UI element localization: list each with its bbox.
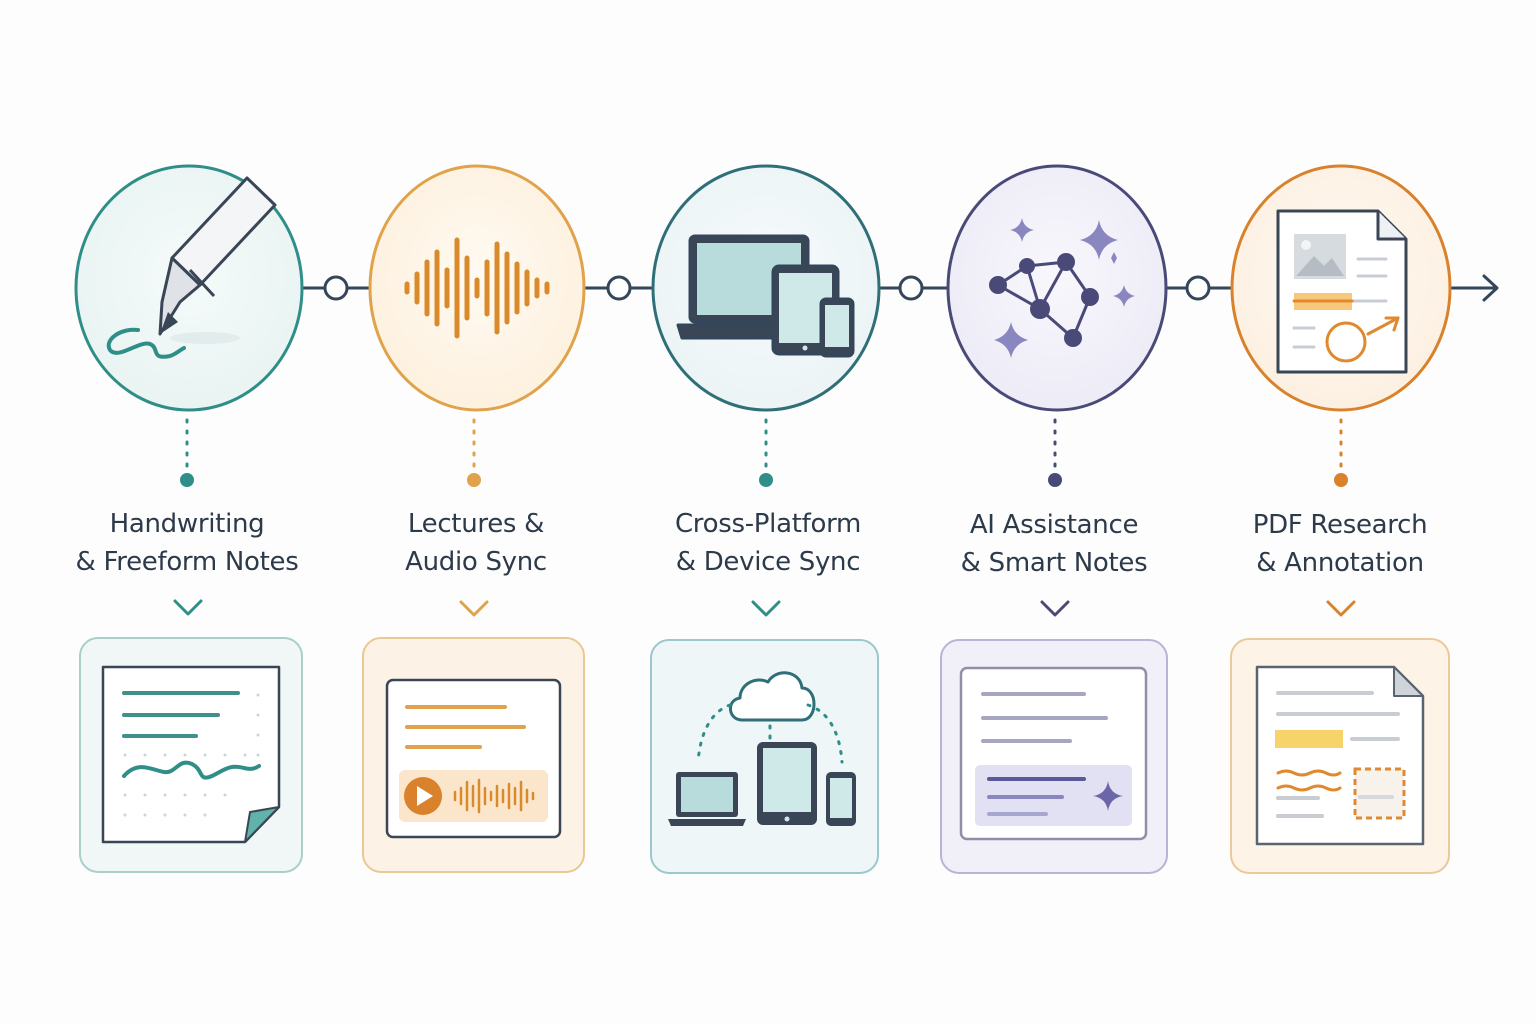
ai-network-icon (989, 218, 1135, 358)
feature-title-line1: PDF Research (1252, 510, 1428, 540)
feature-title-line1: Handwriting (109, 509, 265, 539)
devices-icon (676, 234, 855, 358)
chevron-down-icon (173, 599, 203, 616)
feature-title-line2: & Smart Notes (960, 548, 1148, 578)
smart-note-icon (959, 666, 1148, 841)
connector-line (303, 274, 1499, 302)
handwritten-note-icon (101, 665, 281, 844)
chevron-down-icon (459, 600, 489, 617)
stage-sync (650, 164, 881, 874)
feature-title-line2: & Freeform Notes (75, 547, 299, 577)
feature-label-audio: Lectures & Audio Sync (346, 505, 606, 581)
pen-icon (106, 176, 277, 359)
feature-circle (946, 164, 1168, 412)
feature-title-line1: Lectures & (407, 509, 545, 539)
feature-label-pdf: PDF Research & Annotation (1210, 506, 1470, 582)
chevron-down-icon (751, 600, 781, 617)
annotated-pdf-icon (1255, 665, 1425, 846)
feature-label-sync: Cross-Platform & Device Sync (638, 505, 898, 581)
connector-node (323, 275, 349, 301)
stage-ai (940, 164, 1168, 874)
cloud-sync-icon (668, 671, 856, 826)
chevron-down-icon (1326, 600, 1356, 617)
pdf-document-icon (1276, 209, 1408, 374)
feature-title-line2: & Annotation (1256, 548, 1424, 578)
feature-title-line2: & Device Sync (675, 547, 861, 577)
feature-label-ai: AI Assistance & Smart Notes (924, 506, 1184, 582)
connector-node (606, 275, 632, 301)
feature-title-line1: AI Assistance (969, 510, 1139, 540)
connector-node (898, 275, 924, 301)
feature-label-handwriting: Handwriting & Freeform Notes (57, 505, 317, 581)
chevron-down-icon (1040, 600, 1070, 617)
feature-title-line2: Audio Sync (405, 547, 547, 577)
feature-title-line1: Cross-Platform (674, 509, 862, 539)
stage-handwriting (74, 164, 304, 873)
connector-node (1185, 275, 1211, 301)
stage-pdf (1230, 164, 1452, 874)
audio-player-note-icon (385, 678, 562, 839)
stage-audio (362, 164, 586, 873)
soundwave-icon (404, 237, 550, 339)
arrow-right-icon (1482, 274, 1499, 302)
